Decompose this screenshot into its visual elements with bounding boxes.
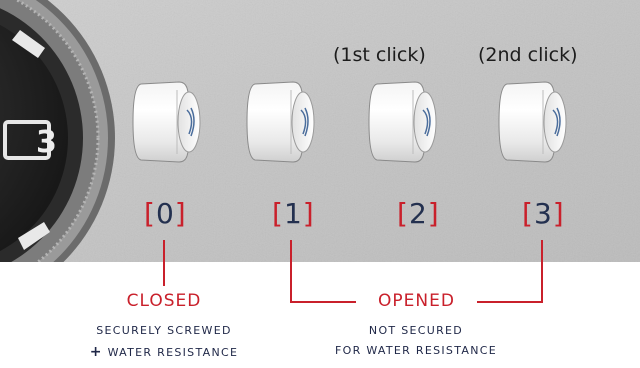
- bracket-open: [: [522, 197, 534, 230]
- opened-title: OPENED: [378, 291, 455, 311]
- position-label-2: [2]: [397, 197, 440, 230]
- closed-line-2: + WATER RESISTANCE: [54, 344, 274, 360]
- bracket-close: ]: [427, 197, 440, 230]
- position-label-3: [3]: [522, 197, 565, 230]
- opened-line-2: FOR WATER RESISTANCE: [335, 344, 497, 357]
- position-label-1: [1]: [272, 197, 315, 230]
- closed-title: CLOSED: [126, 291, 202, 311]
- watch-crown-photo: 3: [0, 0, 640, 262]
- bracket-open: [: [272, 197, 284, 230]
- crown-position-0: [132, 81, 201, 163]
- bracket-close: ]: [552, 197, 565, 230]
- second-click-note: (2nd click): [478, 44, 578, 66]
- crown-position-3: [498, 81, 567, 163]
- position-number: 1: [283, 197, 303, 230]
- bracket-open: [: [144, 197, 156, 230]
- watch-case: 3: [0, 0, 115, 262]
- opened-connector-right: [541, 240, 543, 303]
- opened-connector-left: [290, 240, 292, 303]
- bracket-close: ]: [174, 197, 187, 230]
- dial-numeral: 3: [36, 125, 57, 160]
- first-click-note: (1st click): [333, 44, 426, 66]
- crown-position-2: [368, 81, 437, 163]
- opened-connector-bottom-right: [477, 301, 543, 303]
- closed-connector: [163, 240, 165, 286]
- position-number: 0: [155, 197, 175, 230]
- bracket-open: [: [397, 197, 409, 230]
- position-label-0: [0]: [144, 197, 187, 230]
- crown-position-1: [246, 81, 315, 163]
- opened-line-1: NOT SECURED: [368, 324, 464, 337]
- plus-sign: +: [89, 344, 103, 360]
- position-number: 3: [533, 197, 553, 230]
- position-number: 2: [408, 197, 428, 230]
- opened-connector-bottom-left: [290, 301, 356, 303]
- bracket-close: ]: [302, 197, 315, 230]
- closed-line-1: SECURELY SCREWED: [96, 324, 232, 337]
- water-resistance-text: WATER RESISTANCE: [107, 346, 239, 359]
